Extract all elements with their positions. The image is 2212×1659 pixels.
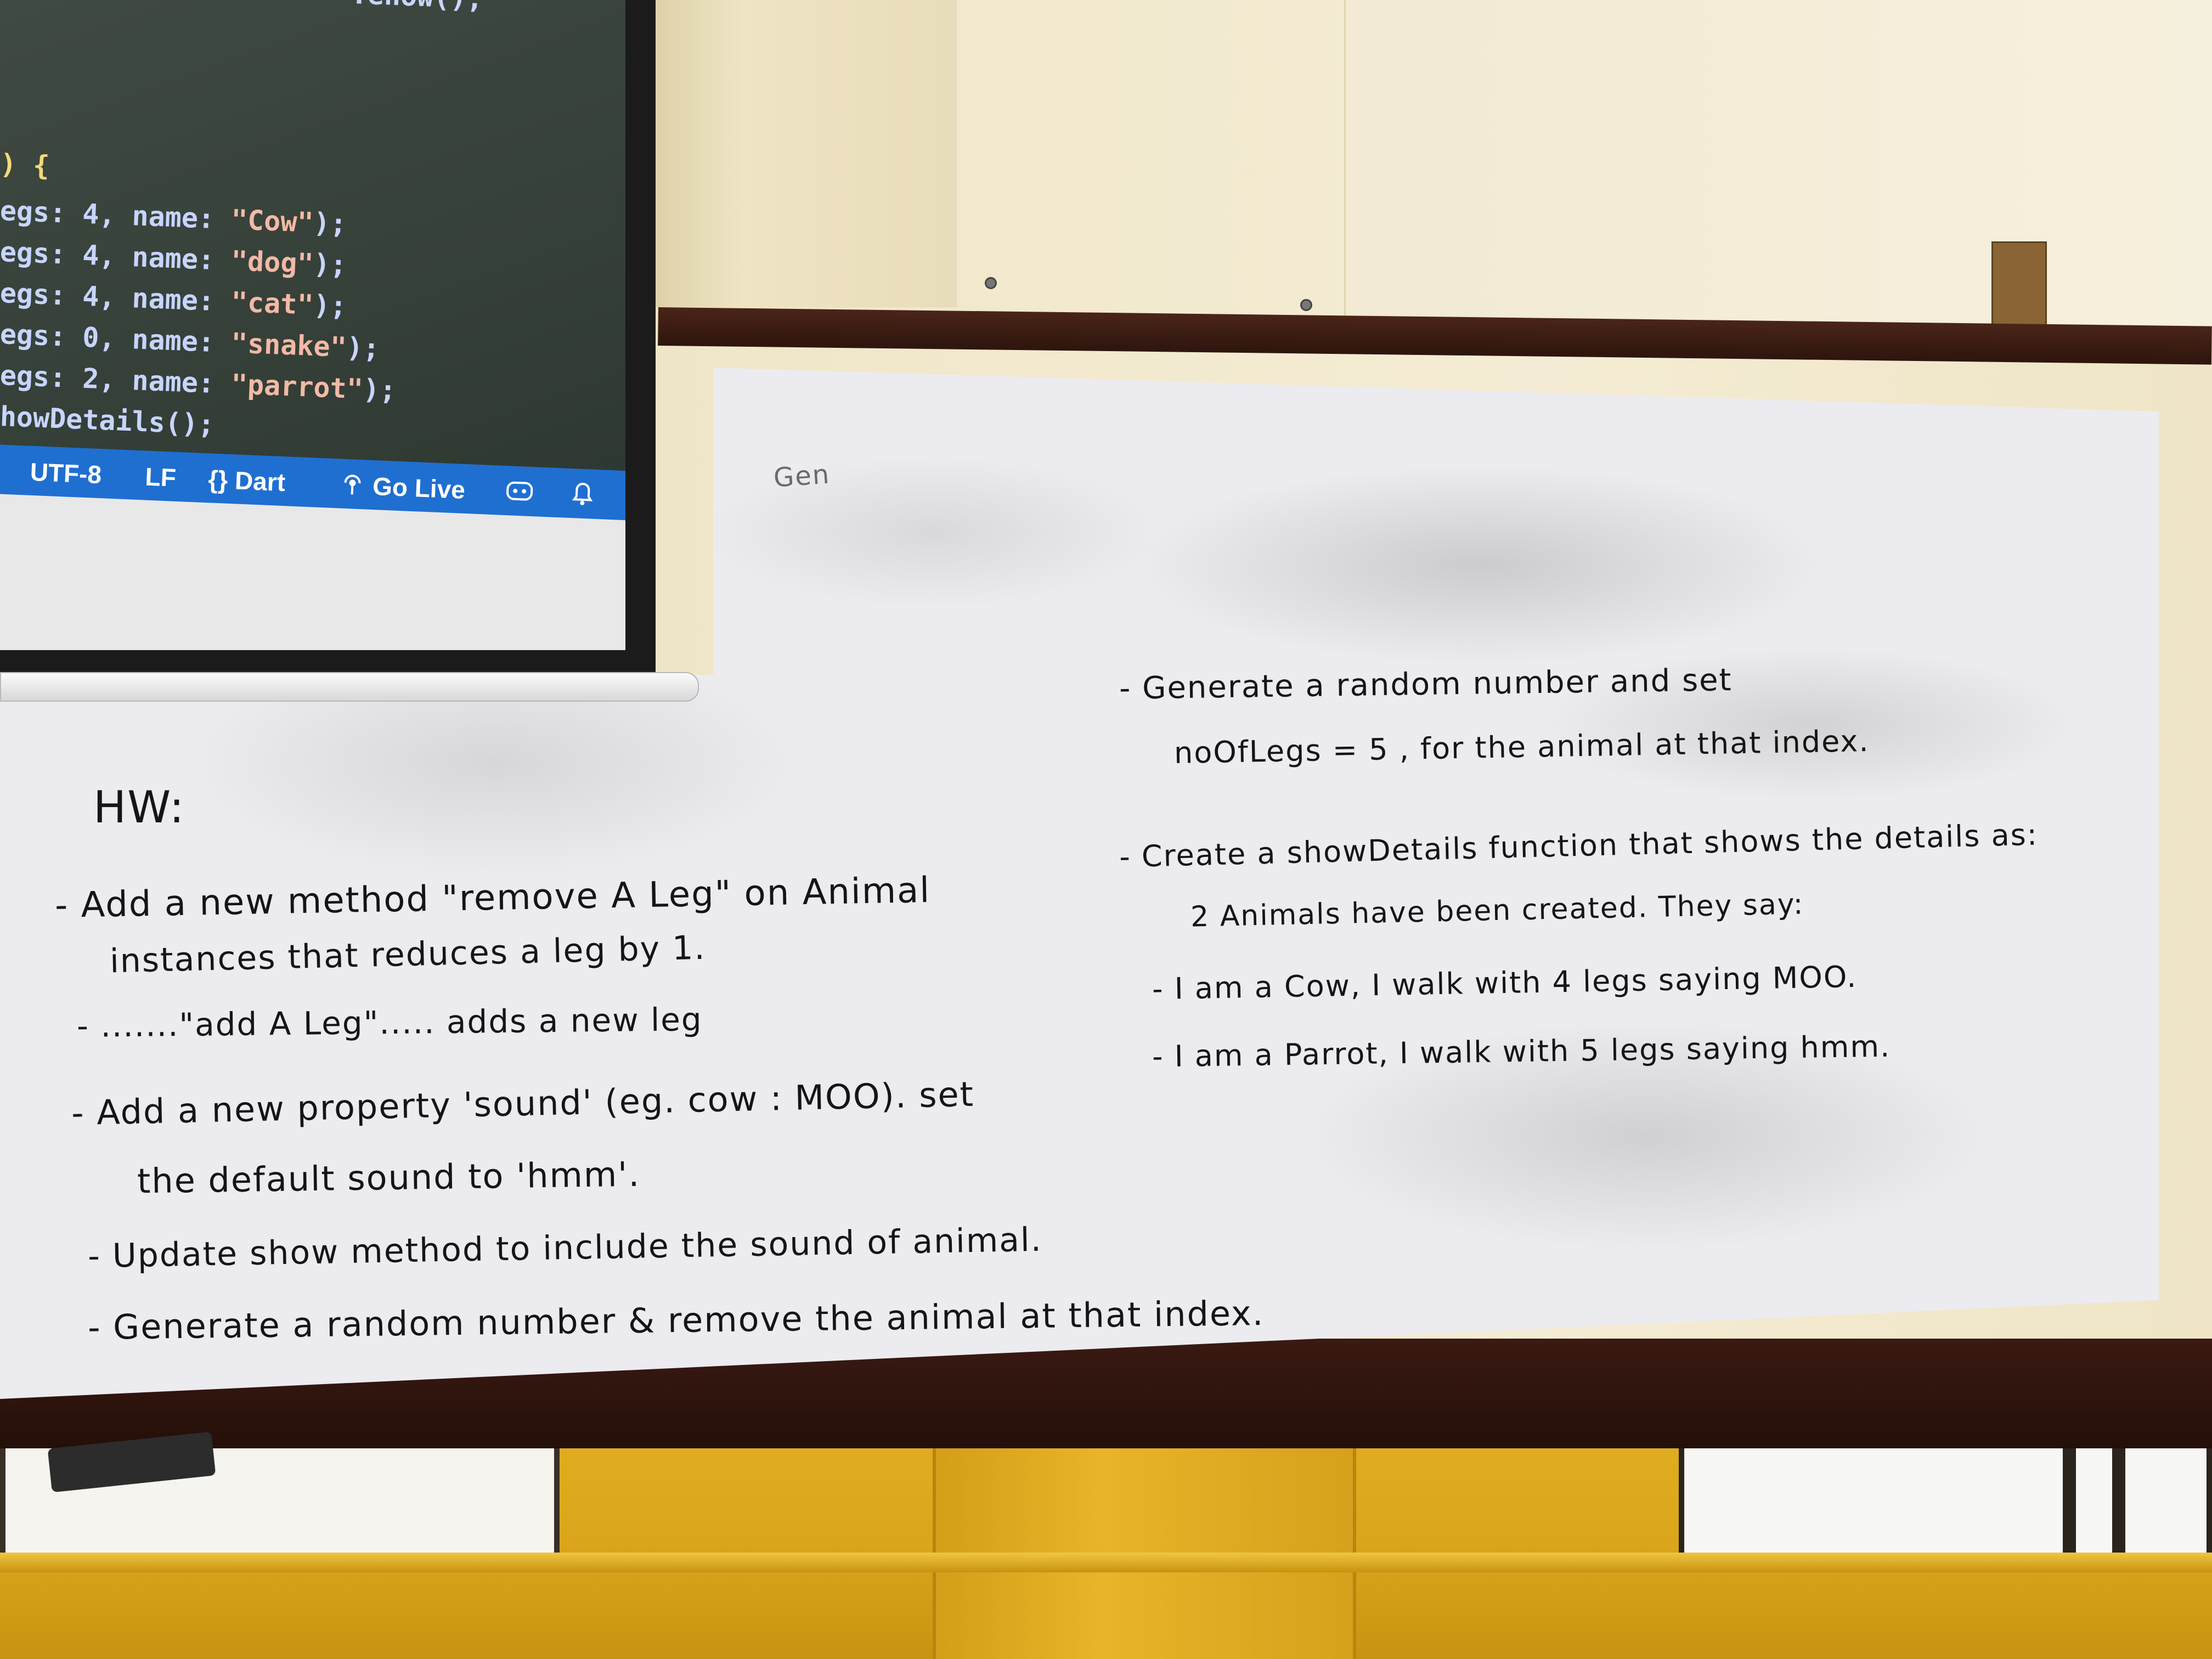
copilot-icon[interactable] — [504, 477, 535, 509]
code-line: egs: 4, name: "cat"); — [0, 277, 347, 322]
status-encoding[interactable]: UTF-8 — [29, 457, 103, 489]
code-string: "parrot" — [230, 368, 364, 405]
window-left — [0, 1443, 560, 1558]
code-text: egs: 0, name: — [0, 318, 232, 359]
code-string: "dog" — [230, 245, 314, 280]
code-text: ); — [313, 206, 347, 240]
code-line: howDetails(); — [0, 400, 215, 441]
code-text: egs: 2, name: — [0, 359, 232, 400]
code-text: ); — [313, 289, 347, 323]
code-string: "cat" — [230, 286, 314, 321]
editor-status-bar: UTF-8 LF {} Dart Go Live — [0, 444, 625, 521]
wall-screw-icon — [985, 277, 997, 289]
hw-item-2: - ......."add A Leg"..... adds a new leg — [76, 1001, 703, 1045]
code-text: howDetails(); — [0, 400, 216, 441]
projector-screen: .enow(); ) { egs: 4, name: "Cow"); egs: … — [0, 0, 625, 650]
homework-heading: HW: — [93, 782, 185, 833]
code-text: ) { — [0, 148, 50, 182]
code-line: egs: 2, name: "parrot"); — [0, 359, 397, 407]
status-line-ending[interactable]: LF — [144, 462, 177, 492]
window-ledge — [0, 1553, 2212, 1572]
code-string: "Cow" — [230, 204, 314, 239]
code-line: ) { — [0, 148, 50, 182]
code-text: egs: 4, name: — [0, 236, 232, 277]
code-line: egs: 4, name: "dog"); — [0, 236, 347, 281]
go-live-button[interactable]: Go Live — [372, 471, 466, 504]
code-text: ); — [362, 373, 397, 407]
projector-screen-frame: .enow(); ) { egs: 4, name: "Cow"); egs: … — [0, 0, 656, 675]
wall-pillar — [647, 0, 957, 307]
code-text: egs: 4, name: — [0, 195, 232, 236]
erased-fragment: Gen — [772, 459, 831, 494]
bell-icon[interactable] — [569, 479, 596, 514]
wall-right — [1344, 0, 2212, 340]
code-text: egs: 4, name: — [0, 277, 232, 318]
code-editor: .enow(); ) { egs: 4, name: "Cow"); egs: … — [0, 0, 625, 494]
code-line: egs: 0, name: "snake"); — [0, 318, 380, 365]
projector-screen-bottom-bar — [0, 672, 699, 702]
code-text: ); — [313, 247, 347, 281]
broadcast-icon[interactable] — [339, 470, 365, 502]
hw-item-3-cont: the default sound to 'hmm'. — [137, 1154, 641, 1201]
code-line: egs: 4, name: "Cow"); — [0, 195, 347, 240]
code-string: "snake" — [230, 327, 347, 364]
status-language[interactable]: {} Dart — [207, 465, 286, 497]
wall-screw-icon — [1300, 299, 1312, 311]
code-text: ); — [346, 331, 380, 365]
code-line: .enow(); — [351, 0, 484, 15]
code-text: .enow(); — [351, 0, 484, 15]
